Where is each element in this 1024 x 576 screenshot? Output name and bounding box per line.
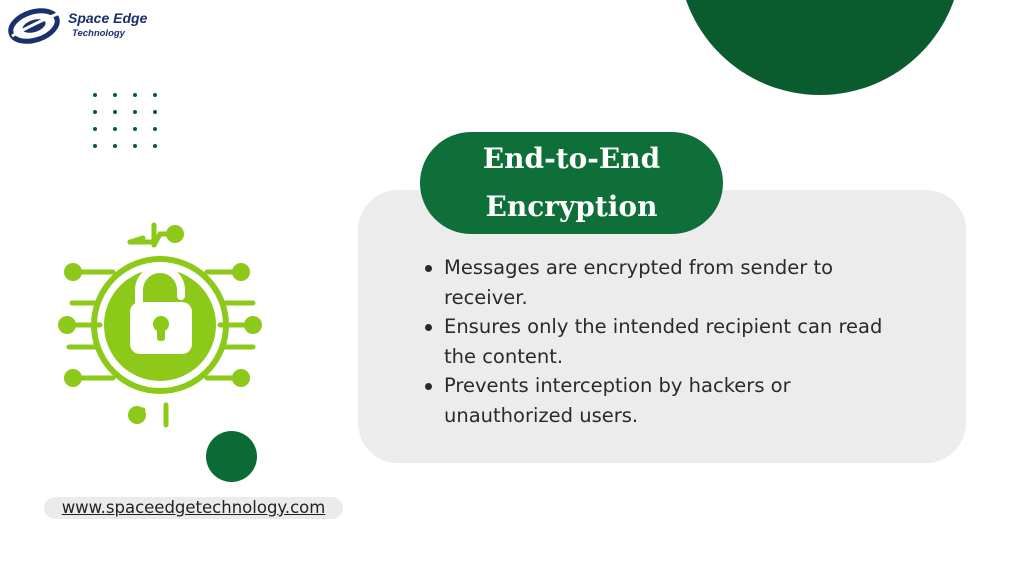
- decorative-circle-top: [678, 0, 962, 95]
- bullet-dot-icon: [425, 383, 432, 390]
- bullet-item: Ensures only the intended recipient can …: [424, 312, 904, 371]
- decorative-circle-bottom: [206, 431, 257, 482]
- bullet-text: Messages are encrypted from sender to re…: [444, 256, 834, 309]
- slide-title: End-to-End Encryption: [482, 142, 661, 223]
- bullet-item: Prevents interception by hackers or unau…: [424, 371, 904, 430]
- bullet-dot-icon: [425, 265, 432, 272]
- logo-brand-text: Space Edge: [68, 10, 148, 26]
- company-logo: Space Edge Technology: [6, 6, 156, 46]
- website-pill: www.spaceedgetechnology.com: [44, 497, 343, 519]
- title-badge: End-to-End Encryption: [420, 132, 723, 234]
- content-card: [358, 190, 966, 463]
- dot-grid-decoration: [93, 93, 157, 148]
- bullet-item: Messages are encrypted from sender to re…: [424, 253, 904, 312]
- padlock-circuit-icon: [58, 222, 262, 428]
- logo-swoosh-icon: [8, 8, 63, 44]
- logo-subtitle-text: Technology: [72, 28, 125, 39]
- bullet-text: Ensures only the intended recipient can …: [444, 315, 883, 368]
- bullet-dot-icon: [425, 324, 432, 331]
- website-link[interactable]: www.spaceedgetechnology.com: [61, 498, 326, 517]
- bullet-text: Prevents interception by hackers or unau…: [444, 374, 791, 427]
- bullet-list: Messages are encrypted from sender to re…: [424, 253, 904, 430]
